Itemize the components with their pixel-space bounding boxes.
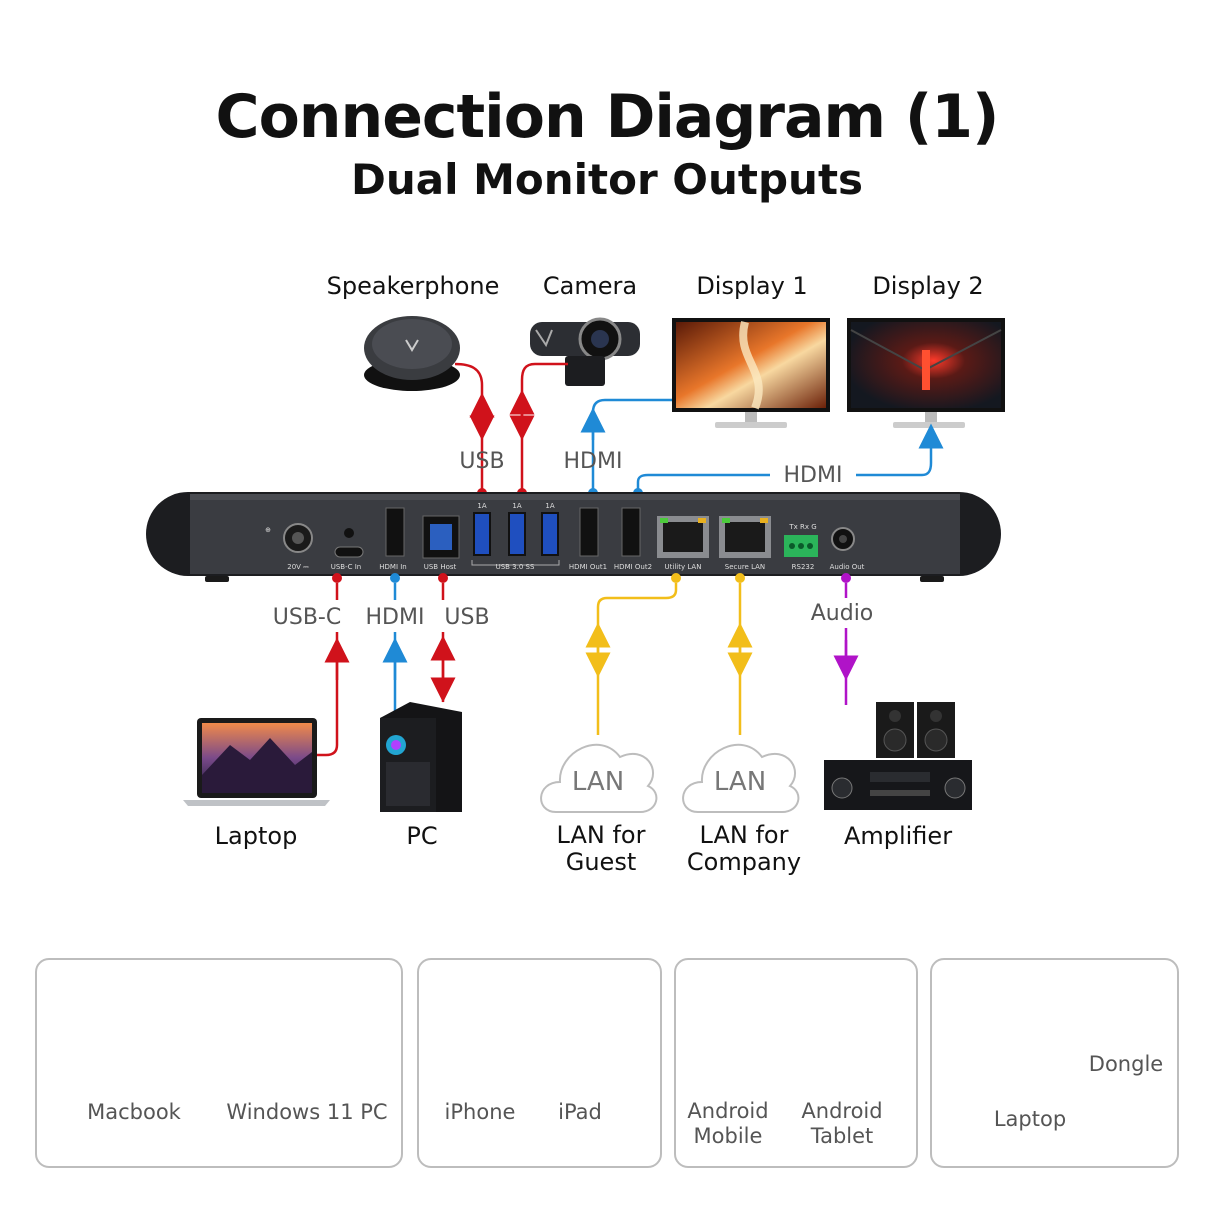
macbook-label: Macbook bbox=[87, 1100, 181, 1124]
speakerphone-label: Speakerphone bbox=[326, 272, 500, 300]
camera-device bbox=[530, 317, 640, 386]
dongle-card bbox=[930, 958, 1179, 1168]
amplifier-label: Amplifier bbox=[843, 822, 953, 850]
chromebook-laptop-label: Laptop bbox=[993, 1107, 1067, 1131]
audio-caption: Audio bbox=[811, 601, 874, 626]
hub-device: 20V ⎓ ⊕ USB-C In HDMI In USB Host 1A 1A … bbox=[146, 492, 1001, 582]
port-label-rs232: RS232 bbox=[792, 563, 815, 571]
diagram-title: Connection Diagram (1) bbox=[215, 82, 1000, 152]
laptop-label: Laptop bbox=[214, 822, 298, 850]
camera-label: Camera bbox=[542, 272, 638, 300]
ipad-label: iPad bbox=[558, 1100, 602, 1124]
port-label-hdmi-out1: HDMI Out1 bbox=[569, 563, 607, 571]
pc-label: PC bbox=[406, 822, 438, 850]
lan-company-label: LAN for Company bbox=[686, 821, 802, 876]
dongle-label: Dongle bbox=[1088, 1052, 1164, 1076]
windows-pc-label: Windows 11 PC bbox=[226, 1100, 388, 1124]
secure-lan-cable bbox=[727, 573, 753, 735]
speakerphone-device bbox=[364, 316, 460, 391]
display2-device bbox=[847, 318, 1005, 428]
display1-label: Display 1 bbox=[696, 272, 808, 300]
pc-usb-cable bbox=[430, 573, 456, 703]
port-label-usb30: USB 3.0 SS bbox=[496, 563, 535, 571]
audio-cable bbox=[833, 573, 859, 705]
power-symbol-icon: ⊕ bbox=[265, 526, 271, 534]
android-card bbox=[674, 958, 918, 1168]
lan-guest-cloud-icon: LAN bbox=[540, 744, 658, 813]
port-label-power: 20V ⎓ bbox=[287, 563, 309, 571]
utility-lan-cable bbox=[585, 573, 681, 735]
diagram-subtitle: Dual Monitor Outputs bbox=[350, 155, 864, 204]
amplifier-device bbox=[824, 702, 972, 810]
display2-hdmi-cable bbox=[633, 423, 944, 498]
port-label-usbc-in: USB-C In bbox=[331, 563, 362, 571]
port-label-usb-host: USB Host bbox=[424, 563, 457, 571]
computers-card bbox=[35, 958, 403, 1168]
pc-device bbox=[380, 702, 462, 812]
port-label-secure-lan: Secure LAN bbox=[725, 563, 765, 571]
laptop-device bbox=[183, 718, 330, 806]
lan-guest-cloud-text: LAN bbox=[572, 767, 624, 797]
port-label-1a-3: 1A bbox=[545, 502, 554, 510]
hdmi-in-caption: HDMI bbox=[366, 605, 425, 630]
display1-device bbox=[672, 318, 830, 428]
port-label-rs232-pins: Tx Rx G bbox=[788, 523, 816, 531]
apple-mobile-card bbox=[417, 958, 662, 1168]
hdmi-top-caption: HDMI bbox=[564, 449, 623, 474]
lan-company-cloud-icon: LAN bbox=[682, 744, 800, 813]
usbc-caption: USB-C bbox=[273, 605, 341, 630]
hdmi-display2-caption: HDMI bbox=[784, 463, 843, 488]
port-label-hdmi-in: HDMI In bbox=[379, 563, 406, 571]
android-mobile-label: Android Mobile bbox=[687, 1099, 769, 1148]
port-label-utility-lan: Utility LAN bbox=[665, 563, 702, 571]
laptop-usbc-cable bbox=[315, 573, 350, 757]
port-label-hdmi-out2: HDMI Out2 bbox=[614, 563, 652, 571]
port-label-1a-1: 1A bbox=[477, 502, 486, 510]
usb-host-caption: USB bbox=[444, 605, 489, 630]
usb-top-caption: USB bbox=[459, 449, 504, 474]
android-tablet-label: Android Tablet bbox=[801, 1099, 883, 1148]
port-label-1a-2: 1A bbox=[512, 502, 521, 510]
speakerphone-usb-cable bbox=[454, 362, 495, 498]
lan-company-cloud-text: LAN bbox=[714, 767, 766, 797]
port-label-audio-out: Audio Out bbox=[830, 563, 865, 571]
camera-usb-cable bbox=[509, 362, 568, 498]
display2-label: Display 2 bbox=[872, 272, 984, 300]
iphone-label: iPhone bbox=[444, 1100, 516, 1124]
lan-guest-label: LAN for Guest bbox=[556, 821, 646, 876]
